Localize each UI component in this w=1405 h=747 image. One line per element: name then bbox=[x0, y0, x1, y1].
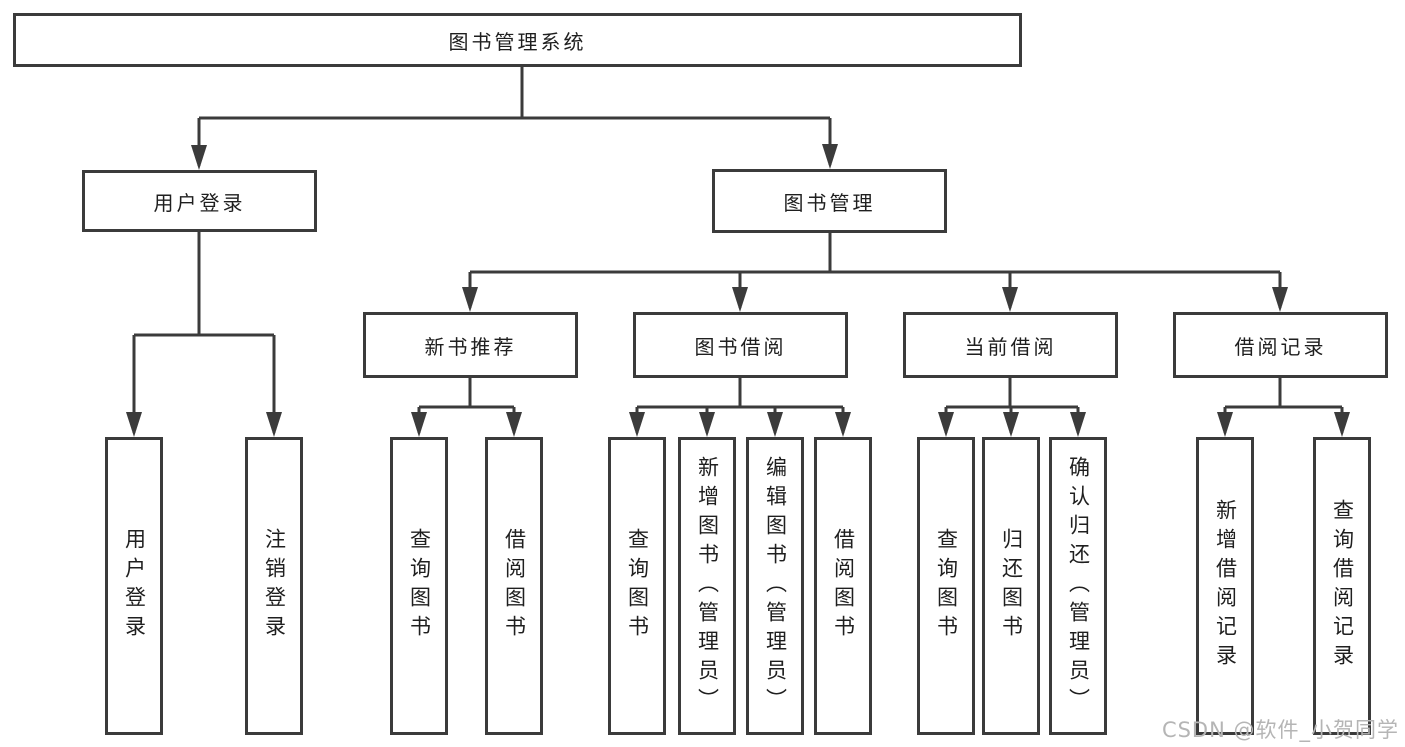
node-logout-leaf: 注销登录 bbox=[245, 437, 303, 735]
node-label: 当前借阅 bbox=[964, 334, 1057, 359]
node-edit-books-admin: 编辑图书（管理员） bbox=[746, 437, 804, 735]
node-user-login: 用户登录 bbox=[82, 170, 317, 232]
node-current-borrowing: 当前借阅 bbox=[903, 312, 1118, 378]
node-query-books-borrowing: 查询图书 bbox=[608, 437, 666, 735]
node-label: 查询图书 bbox=[407, 528, 432, 644]
node-borrowing-records: 借阅记录 bbox=[1173, 312, 1388, 378]
node-new-book-recommendation: 新书推荐 bbox=[363, 312, 578, 378]
node-label: 归还图书 bbox=[999, 528, 1024, 644]
node-label: 查询图书 bbox=[625, 528, 650, 644]
node-borrow-books-borrowing: 借阅图书 bbox=[814, 437, 872, 735]
node-book-management: 图书管理 bbox=[712, 169, 947, 233]
node-label: 查询图书 bbox=[934, 528, 959, 644]
node-book-borrowing: 图书借阅 bbox=[633, 312, 848, 378]
node-label: 编辑图书（管理员） bbox=[763, 455, 788, 717]
node-query-books-current: 查询图书 bbox=[917, 437, 975, 735]
node-add-books-admin: 新增图书（管理员） bbox=[678, 437, 736, 735]
node-label: 注销登录 bbox=[262, 528, 287, 644]
arrowheads bbox=[126, 144, 1350, 437]
node-add-borrow-record: 新增借阅记录 bbox=[1196, 437, 1254, 735]
node-label: 图书借阅 bbox=[694, 334, 787, 359]
node-label: 新书推荐 bbox=[424, 334, 517, 359]
watermark-text: CSDN @软件_小贺同学 bbox=[1161, 718, 1399, 742]
node-label: 用户登录 bbox=[122, 528, 147, 644]
node-label: 确认归还（管理员） bbox=[1066, 455, 1091, 717]
node-query-borrow-record: 查询借阅记录 bbox=[1313, 437, 1371, 735]
node-label: 新增图书（管理员） bbox=[695, 455, 720, 717]
node-label: 图书管理 bbox=[783, 190, 876, 215]
node-label: 借阅图书 bbox=[831, 528, 856, 644]
node-query-books-recommend: 查询图书 bbox=[390, 437, 448, 735]
node-library-management-system: 图书管理系统 bbox=[13, 13, 1022, 67]
node-borrow-books-recommend: 借阅图书 bbox=[485, 437, 543, 735]
node-confirm-return-admin: 确认归还（管理员） bbox=[1049, 437, 1107, 735]
node-return-books: 归还图书 bbox=[982, 437, 1040, 735]
node-user-login-leaf: 用户登录 bbox=[105, 437, 163, 735]
node-label: 用户登录 bbox=[153, 190, 246, 215]
node-label: 借阅图书 bbox=[502, 528, 527, 644]
node-label: 查询借阅记录 bbox=[1330, 499, 1355, 673]
node-label: 新增借阅记录 bbox=[1213, 499, 1238, 673]
node-label: 图书管理系统 bbox=[448, 29, 587, 54]
node-label: 借阅记录 bbox=[1234, 334, 1327, 359]
